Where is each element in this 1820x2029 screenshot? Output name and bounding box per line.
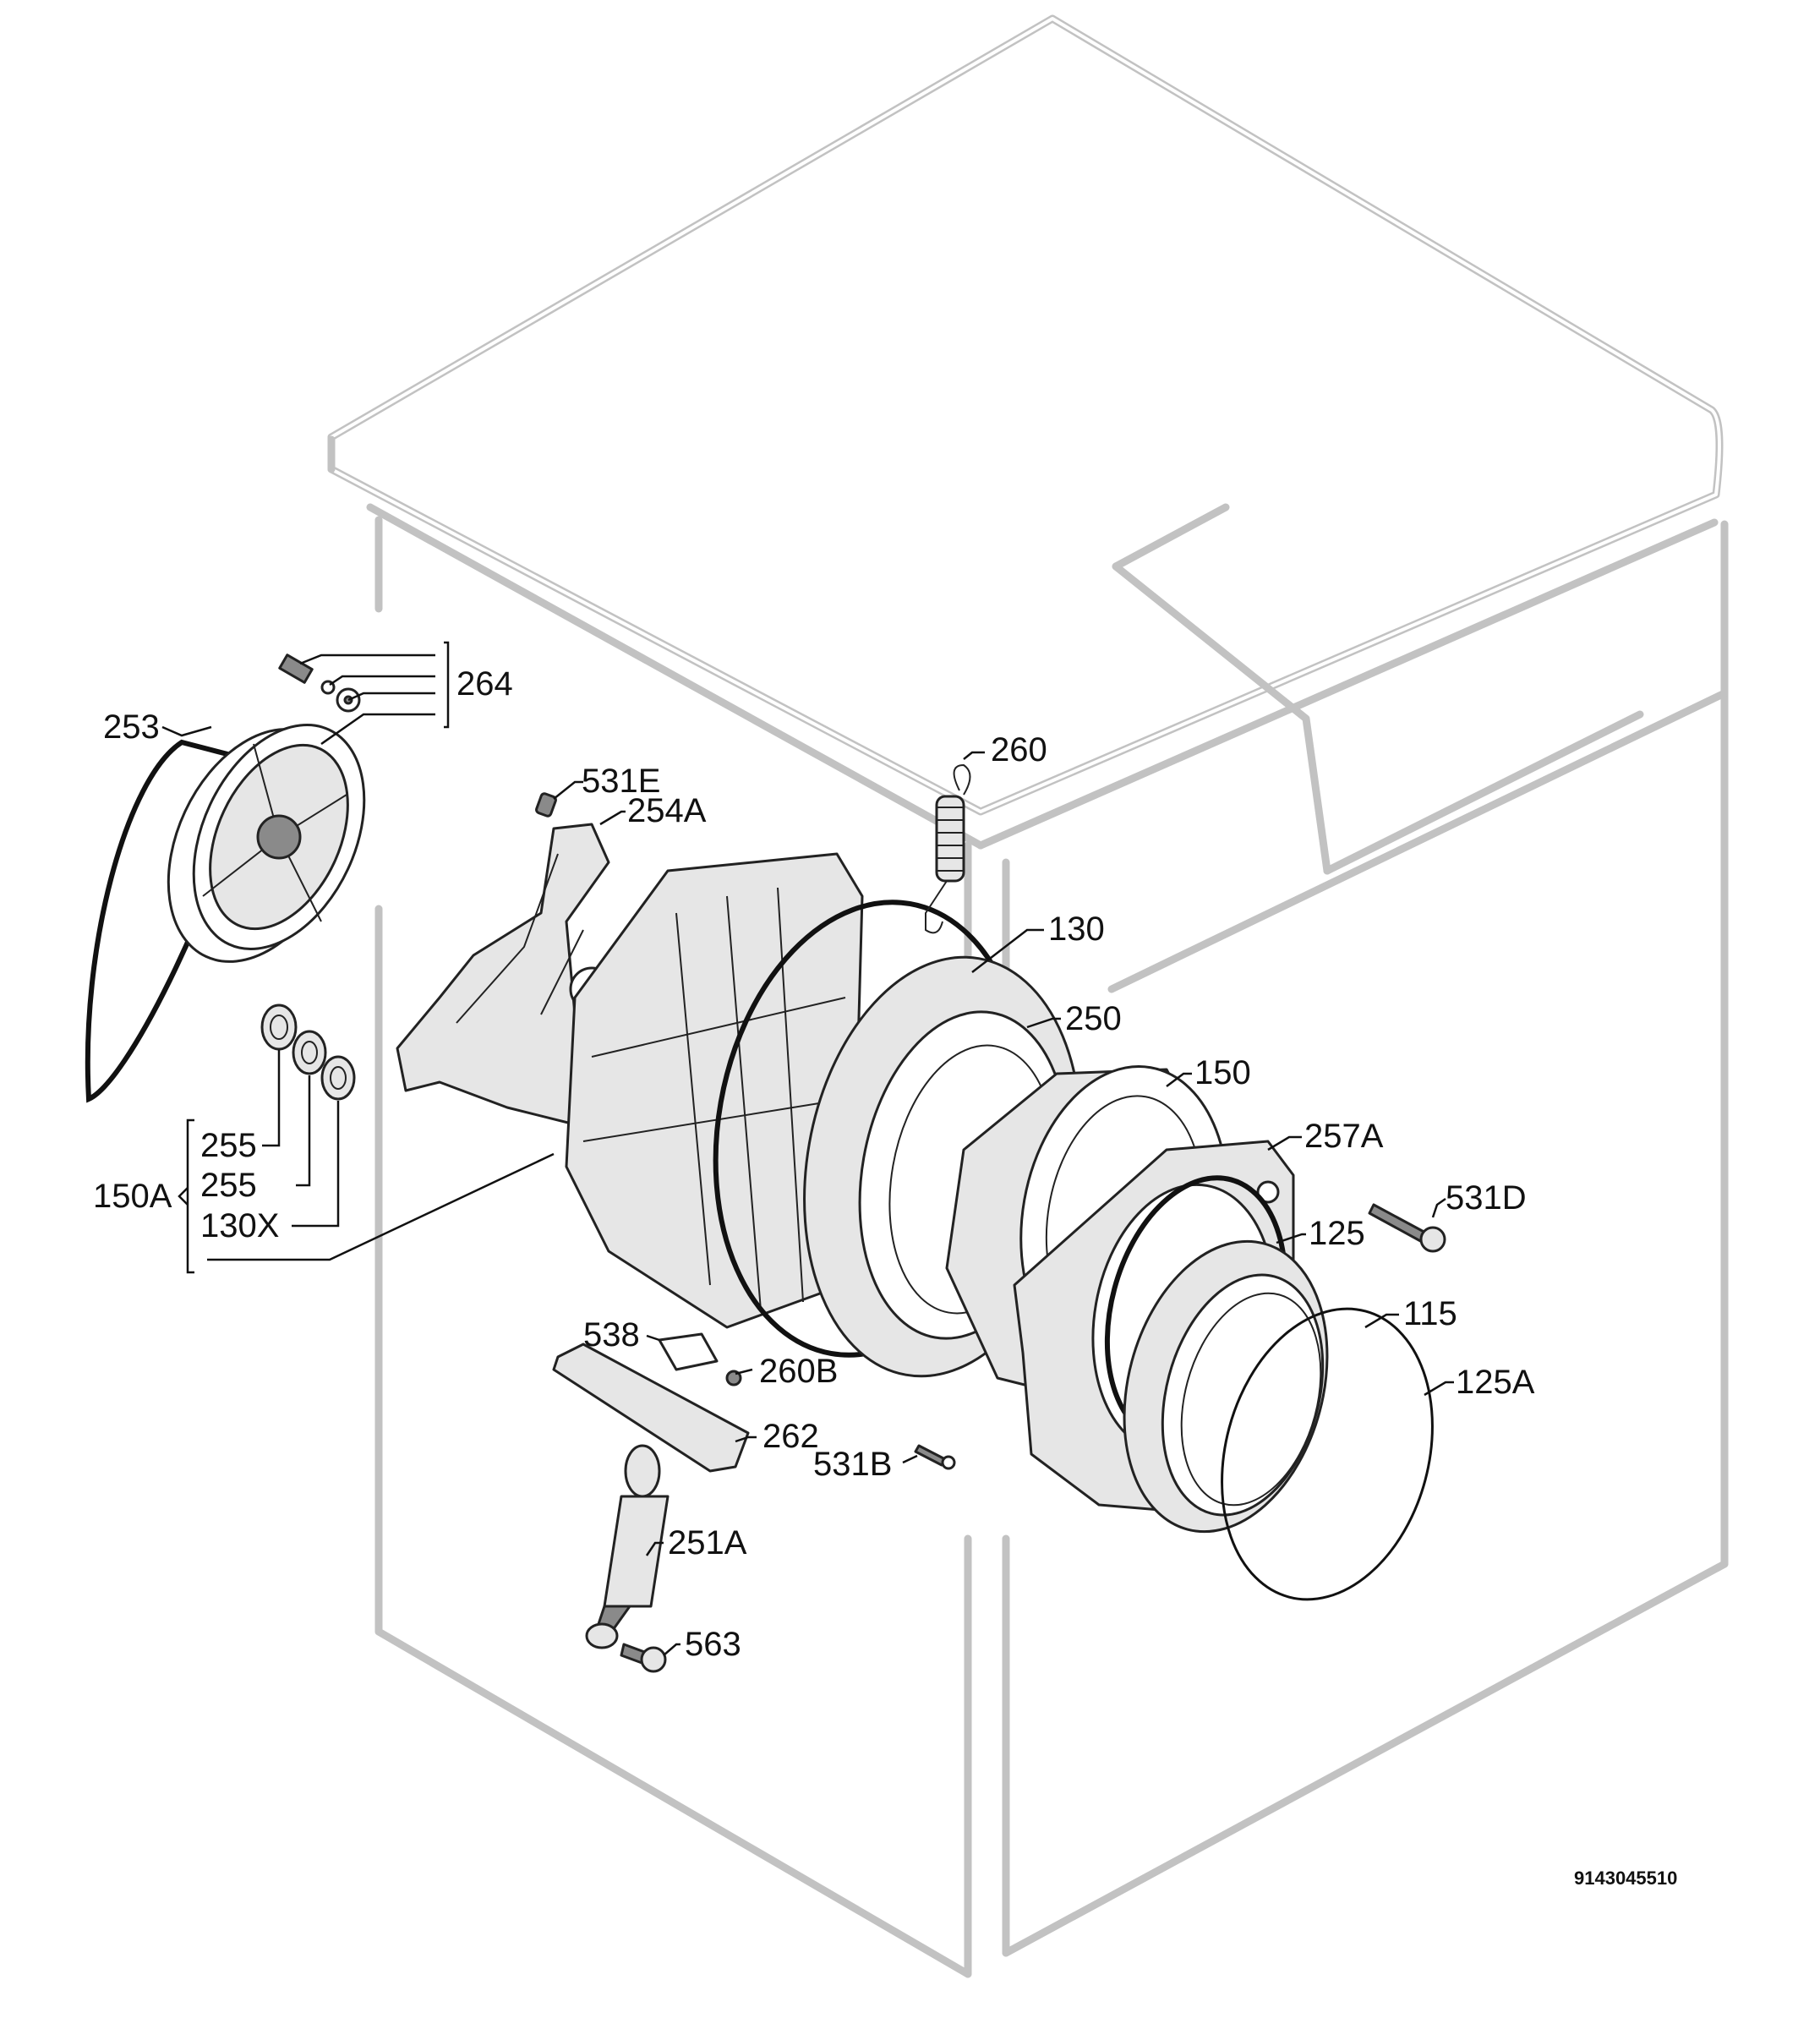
label-150A: 150A	[93, 1178, 172, 1215]
screw-531d	[1368, 1203, 1446, 1253]
suspension-spring	[925, 763, 971, 934]
label-130: 130	[1048, 911, 1105, 948]
drawing-number: 9143045510	[1574, 1868, 1677, 1889]
label-531D: 531D	[1446, 1179, 1527, 1217]
label-264: 264	[456, 665, 513, 703]
bearings	[260, 1004, 356, 1101]
label-538: 538	[583, 1316, 640, 1354]
label-125: 125	[1309, 1215, 1365, 1252]
label-255-second: 255	[200, 1167, 257, 1204]
part-labels: 264 253 260 531E 254A 130 250 150 257A 5…	[93, 665, 1677, 1889]
screw-531e	[535, 792, 557, 818]
outer-door-clamp	[1221, 1307, 1434, 1601]
label-563: 563	[685, 1626, 741, 1663]
tub-rear-half	[565, 852, 864, 1329]
leader-lines	[161, 641, 1454, 1656]
label-251A: 251A	[668, 1524, 747, 1561]
shock-absorber	[585, 1444, 670, 1649]
label-531E: 531E	[582, 763, 660, 800]
label-250: 250	[1065, 1000, 1122, 1037]
label-254A: 254A	[627, 792, 707, 829]
label-150: 150	[1194, 1054, 1251, 1091]
bolt-563	[620, 1643, 667, 1673]
label-253: 253	[103, 708, 160, 746]
label-260B: 260B	[759, 1353, 838, 1390]
label-130X: 130X	[200, 1207, 279, 1244]
label-115: 115	[1403, 1295, 1457, 1332]
label-255-first: 255	[200, 1127, 257, 1164]
pulley-assembly	[85, 724, 366, 1103]
label-125A: 125A	[1456, 1364, 1535, 1401]
label-531B: 531B	[813, 1446, 892, 1483]
screw-washer-set	[278, 654, 361, 713]
label-257A: 257A	[1304, 1118, 1384, 1155]
label-260: 260	[991, 731, 1047, 768]
screw-531b	[914, 1444, 956, 1470]
cabinet-outline	[327, 14, 1729, 1978]
counterweight-plate-262	[552, 1332, 750, 1473]
label-262: 262	[762, 1418, 819, 1455]
